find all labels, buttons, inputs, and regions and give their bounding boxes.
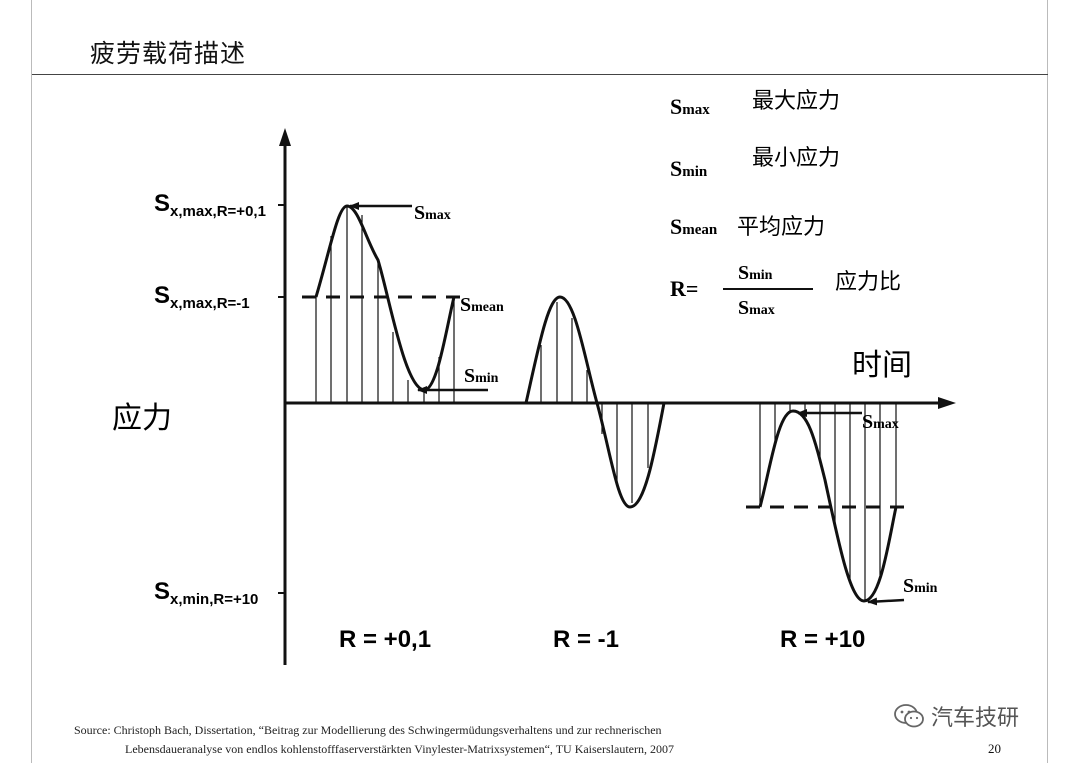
source-citation: Source: Christoph Bach, Dissertation, “B… xyxy=(74,721,674,759)
wave3-hatching xyxy=(759,403,897,601)
y-axis-arrow xyxy=(279,128,291,146)
wave1-smin-label: Smin xyxy=(464,365,499,387)
wave-r-plus-10 xyxy=(746,403,906,606)
source-line-2: Lebensdaueranalyse von endlos kohlenstof… xyxy=(125,742,674,756)
wave-r-minus-1 xyxy=(524,295,666,509)
brand-watermark: 汽车技研 xyxy=(893,700,1019,732)
legend-ratio-lhs: R= xyxy=(670,276,698,301)
legend-smin-symbol: Smin xyxy=(670,156,708,181)
chat-bubble-icon xyxy=(894,704,924,728)
brand-name: 汽车技研 xyxy=(931,706,1020,731)
x-axis-arrow xyxy=(938,397,956,409)
slide-frame xyxy=(31,0,1048,763)
wave-r-plus-0-1 xyxy=(302,202,488,403)
y-marker-bottom: Sx,min,R=+10 xyxy=(154,578,258,608)
wave2-curve xyxy=(524,295,666,509)
wave1-curve xyxy=(314,204,456,392)
r-label-wave1: R = +0,1 xyxy=(339,626,431,653)
r-label-wave2: R = -1 xyxy=(553,626,619,653)
y-marker-top: Sx,max,R=+0,1 xyxy=(154,190,266,220)
wave3-smin-label: Smin xyxy=(903,575,938,597)
legend-ratio-denominator: Smax xyxy=(738,297,775,319)
wave1-smean-label: Smean xyxy=(460,294,504,316)
legend-smax-desc: 最大应力 xyxy=(752,89,840,114)
legend-ratio-desc: 应力比 xyxy=(835,270,901,295)
wave3-smax-label: Smax xyxy=(862,411,899,433)
y-marker-middle: Sx,max,R=-1 xyxy=(154,282,250,312)
legend-smax-symbol: Smax xyxy=(670,94,710,119)
wave3-smin-arrow xyxy=(867,597,905,606)
legend-ratio-numerator: Smin xyxy=(738,262,773,284)
y-axis-label: 应力 xyxy=(112,401,172,436)
slide-title: 疲劳载荷描述 xyxy=(90,39,247,68)
source-line-1: Source: Christoph Bach, Dissertation, “B… xyxy=(74,723,662,737)
x-axis-label: 时间 xyxy=(852,348,912,383)
legend-smean-desc: 平均应力 xyxy=(737,215,825,240)
wave2-hatching xyxy=(540,302,649,503)
wave1-smax-label: Smax xyxy=(414,202,451,224)
wave1-hatching xyxy=(315,206,455,403)
legend-smin-desc: 最小应力 xyxy=(752,146,840,171)
title-divider xyxy=(32,74,1048,75)
legend-smean-symbol: Smean xyxy=(670,214,718,239)
page-number: 20 xyxy=(988,741,1001,756)
wave3-curve xyxy=(758,409,898,603)
r-label-wave3: R = +10 xyxy=(780,626,865,653)
legend: Smax 最大应力 Smin 最小应力 Smean 平均应力 R= Smin S… xyxy=(670,89,901,319)
